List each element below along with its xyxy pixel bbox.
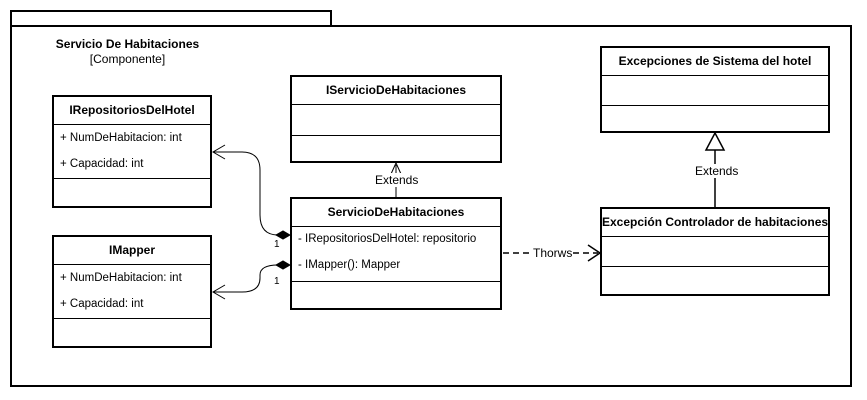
attribute: + Capacidad: int — [60, 158, 144, 170]
class-name: IServicioDeHabitaciones — [292, 77, 500, 105]
class-name: Excepción Controlador de habitaciones — [602, 209, 828, 237]
multiplicity-repositorios: 1 — [274, 239, 280, 250]
attribute: + Capacidad: int — [60, 298, 144, 310]
composition-line-mapper — [213, 264, 290, 293]
class-attributes: + NumDeHabitacion: int + Capacidad: int — [54, 125, 210, 179]
attribute: + NumDeHabitacion: int — [60, 272, 182, 284]
class-irepositoriosdelhotel[interactable]: IRepositoriosDelHotel + NumDeHabitacion:… — [52, 95, 212, 208]
class-excepcion-controlador[interactable]: Excepción Controlador de habitaciones — [600, 207, 830, 296]
class-name: IMapper — [54, 237, 210, 265]
throws-label: Thorws — [532, 246, 574, 260]
composition-diamond-repositorios — [274, 230, 292, 240]
class-name: IRepositoriosDelHotel — [54, 97, 210, 125]
multiplicity-mapper: 1 — [274, 276, 280, 287]
class-attributes: + NumDeHabitacion: int + Capacidad: int — [54, 265, 210, 319]
extends-label-servicio: Extends — [374, 173, 420, 187]
package-tab — [10, 10, 332, 27]
class-iserviciodehabitaciones[interactable]: IServicioDeHabitaciones — [290, 75, 502, 163]
arrowhead-repositorios — [212, 144, 226, 160]
class-name: Excepciones de Sistema del hotel — [602, 48, 828, 76]
class-attributes — [602, 237, 828, 267]
extends-arrow-servicio — [390, 161, 402, 175]
package-stereotype: [Componente] — [89, 52, 166, 66]
package-name: Servicio De Habitaciones — [55, 37, 200, 51]
class-attributes: - IRepositoriosDelHotel: repositorio - I… — [292, 227, 500, 282]
composition-line-repositorios — [213, 151, 290, 236]
attribute: - IMapper(): Mapper — [298, 259, 401, 271]
class-excepciones-de-sistema[interactable]: Excepciones de Sistema del hotel — [600, 46, 830, 133]
class-attributes — [602, 76, 828, 106]
extends-label-excepcion: Extends — [694, 164, 740, 178]
arrowhead-mapper — [212, 284, 226, 300]
attribute: - IRepositoriosDelHotel: repositorio — [298, 233, 477, 245]
attribute: + NumDeHabitacion: int — [60, 132, 182, 144]
composition-diamond-mapper — [274, 260, 292, 270]
package-label: Servicio De Habitaciones [Componente] — [40, 37, 215, 67]
class-imapper[interactable]: IMapper + NumDeHabitacion: int + Capacid… — [52, 235, 212, 348]
class-name: ServicioDeHabitaciones — [292, 199, 500, 227]
class-attributes — [292, 105, 500, 136]
generalization-triangle — [704, 131, 726, 151]
class-serviciodehabitaciones[interactable]: ServicioDeHabitaciones - IRepositoriosDe… — [290, 197, 502, 310]
